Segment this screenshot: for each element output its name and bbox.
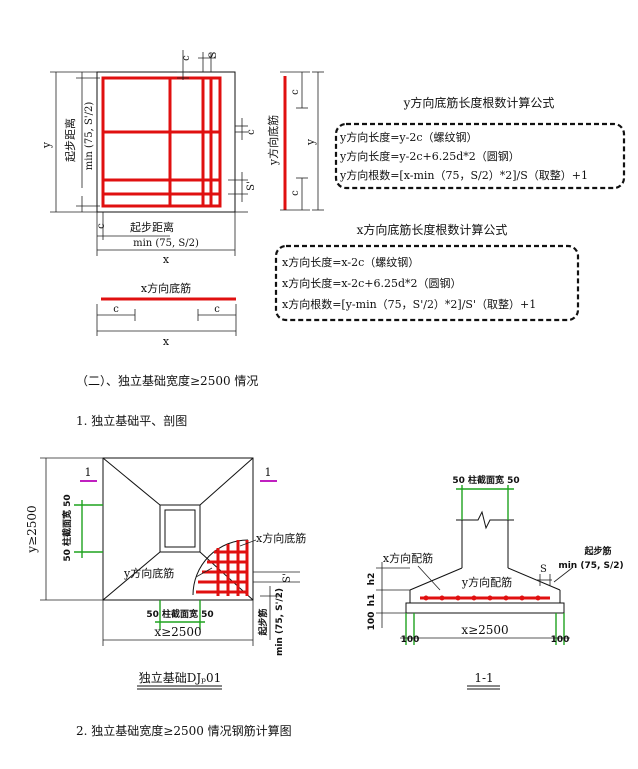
section-base: [405, 602, 565, 614]
y-formula-box: [334, 122, 626, 190]
y-bar-c-top: c: [290, 89, 301, 95]
plan-s-prime: S': [282, 573, 293, 583]
section-x-dim: x≥2500: [461, 623, 508, 637]
plan-col-bottom: 50 柱截面宽 50: [146, 608, 213, 620]
start-distance-v-line1: 起步距离: [63, 118, 77, 162]
column-inner: [164, 509, 196, 548]
start-distance-h-line1: 起步距离: [130, 220, 174, 234]
c-label-right: c: [246, 129, 257, 135]
c-label-bottom-left: c: [96, 223, 107, 229]
plan-col-side: 50 柱截面宽 50: [61, 494, 73, 561]
plan-caption: 独立基础DJₚ01: [139, 670, 222, 685]
section-col-top: 50 柱截面宽 50: [452, 474, 519, 486]
y-formula-line-3: y方向根数=[x-min（75，S/2）*2]/S（取整）+1: [339, 168, 588, 182]
section-s-label: S: [540, 564, 547, 575]
y-formula-line-1: y方向长度=y-2c（螺纹钢）: [339, 130, 478, 144]
plan-start-line1: 起步筋: [257, 608, 269, 636]
item-heading-1: 1. 独立基础平、剖图: [76, 414, 188, 428]
plan-rebar-quadrant: [196, 540, 249, 596]
y-bar-c-bottom: c: [290, 190, 301, 196]
section-y-bar-label: y方向配筋: [461, 575, 512, 589]
section-h2: h2: [367, 573, 377, 586]
plan-outline: [102, 457, 254, 601]
footing-section-view: [376, 485, 573, 690]
break-line: [456, 510, 514, 530]
c-label-top: c: [181, 55, 192, 61]
s-label-top: S: [208, 51, 219, 58]
column-outer: [159, 504, 201, 553]
section-h100: 100: [367, 612, 377, 631]
x-formula-line-1: x方向长度=x-2c（螺纹钢）: [282, 255, 419, 269]
x-formula-box: [274, 244, 580, 322]
y-formula-line-2: y方向长度=y-2c+6.25d*2（圆钢）: [339, 149, 520, 163]
y-bar-detail: [280, 71, 324, 211]
rebar-plan-diagram: [50, 50, 248, 256]
section-caption: 1-1: [474, 671, 493, 685]
section-x-bar-label: x方向配筋: [383, 551, 433, 565]
y-bar-label: y方向底筋: [266, 115, 280, 166]
footing-outline: [96, 71, 236, 213]
rebar-mesh: [101, 76, 222, 208]
y-label: y: [40, 141, 53, 149]
x-bar-c-left: c: [113, 304, 119, 315]
section-start-line1: 起步筋: [583, 545, 611, 557]
x-bar-c-right: c: [214, 304, 220, 315]
section-right-100: 100: [551, 635, 570, 645]
plan-start-line2: min (75, S'/2): [275, 588, 285, 656]
s-prime-label-right: S': [246, 181, 257, 191]
y-bar-y-label: y: [304, 138, 317, 146]
x-formula-title: x方向底筋长度根数计算公式: [357, 222, 508, 237]
x-bar-label: x方向底筋: [141, 281, 191, 295]
section-heading: （二）、独立基础宽度≥2500 情况: [76, 374, 259, 388]
section-left-100: 100: [401, 635, 420, 645]
x-formula-line-3: x方向根数=[y-min（75，S'/2）*2]/S'（取整）+1: [282, 297, 536, 311]
plan-x-bar-label: x方向底筋: [256, 531, 306, 545]
start-distance-h-line2: min (75, S/2): [133, 238, 199, 249]
section-mark-left-num: 1: [85, 466, 92, 479]
section-mark-right-num: 1: [265, 466, 272, 479]
rebar-dots: [423, 595, 541, 601]
x-bar-detail: [96, 297, 237, 336]
x-label: x: [163, 253, 170, 266]
plan-y-dim: y≥2500: [25, 505, 39, 553]
y-formula-title: y方向底筋长度根数计算公式: [403, 95, 555, 110]
footing-plan-view: [40, 457, 300, 690]
start-distance-v-line2: min (75, S'/2): [84, 102, 95, 171]
x-formula-line-2: x方向长度=x-2c+6.25d*2（圆钢）: [282, 276, 462, 290]
plan-y-bar-label: y方向底筋: [123, 566, 174, 580]
section-h1: h1: [367, 594, 377, 607]
item-heading-2: 2. 独立基础宽度≥2500 情况钢筋计算图: [76, 724, 292, 738]
section-start-line2: min (75, S/2): [558, 561, 623, 571]
x-bar-x-label: x: [163, 335, 170, 348]
plan-x-dim: x≥2500: [154, 625, 201, 639]
